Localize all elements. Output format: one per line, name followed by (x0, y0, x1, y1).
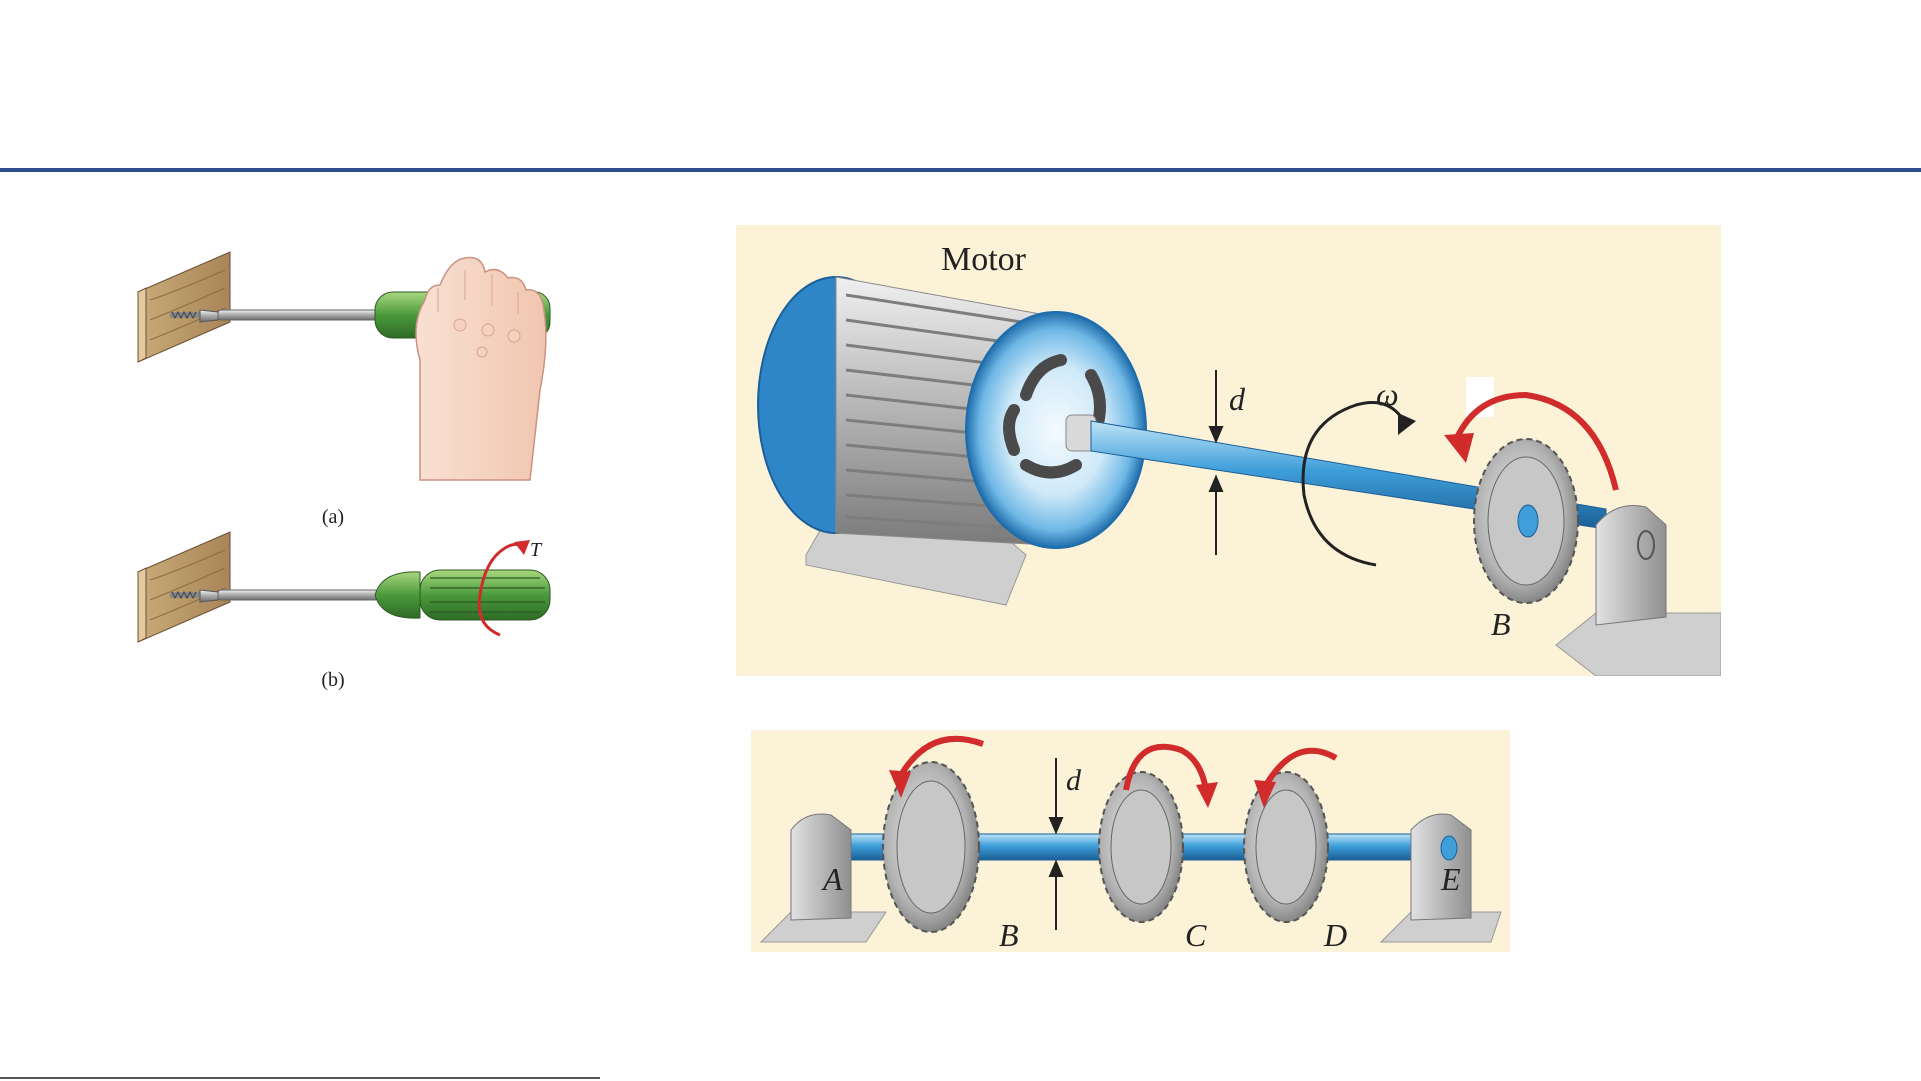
gear-shaft-figure: d A B C D E (751, 730, 1510, 952)
label-c: C (1185, 917, 1207, 952)
motor-figure: d ω B Motor (736, 225, 1721, 676)
wood-block-a (138, 252, 230, 362)
gear-b (1474, 439, 1578, 603)
gear-d (1244, 772, 1328, 922)
hand (416, 258, 546, 480)
motor-label: Motor (941, 241, 1027, 278)
label-a: A (821, 861, 843, 897)
header-rule (0, 168, 1921, 172)
gear-c (1099, 772, 1183, 922)
screwdriver-figure: (a) T (b) (120, 230, 580, 700)
gear-b-label: B (1491, 606, 1511, 642)
torque-label: T (530, 539, 543, 561)
wood-block-b (138, 532, 230, 642)
footer-rule (0, 1077, 600, 1079)
label-b: B (999, 917, 1019, 952)
omega-label: ω (1376, 376, 1399, 412)
label-d: D (1323, 917, 1347, 952)
label-e: E (1440, 861, 1461, 897)
diameter-label: d (1229, 381, 1246, 417)
caption-a: (a) (322, 506, 344, 528)
diameter-label-2: d (1066, 764, 1082, 797)
caption-b: (b) (321, 669, 344, 691)
